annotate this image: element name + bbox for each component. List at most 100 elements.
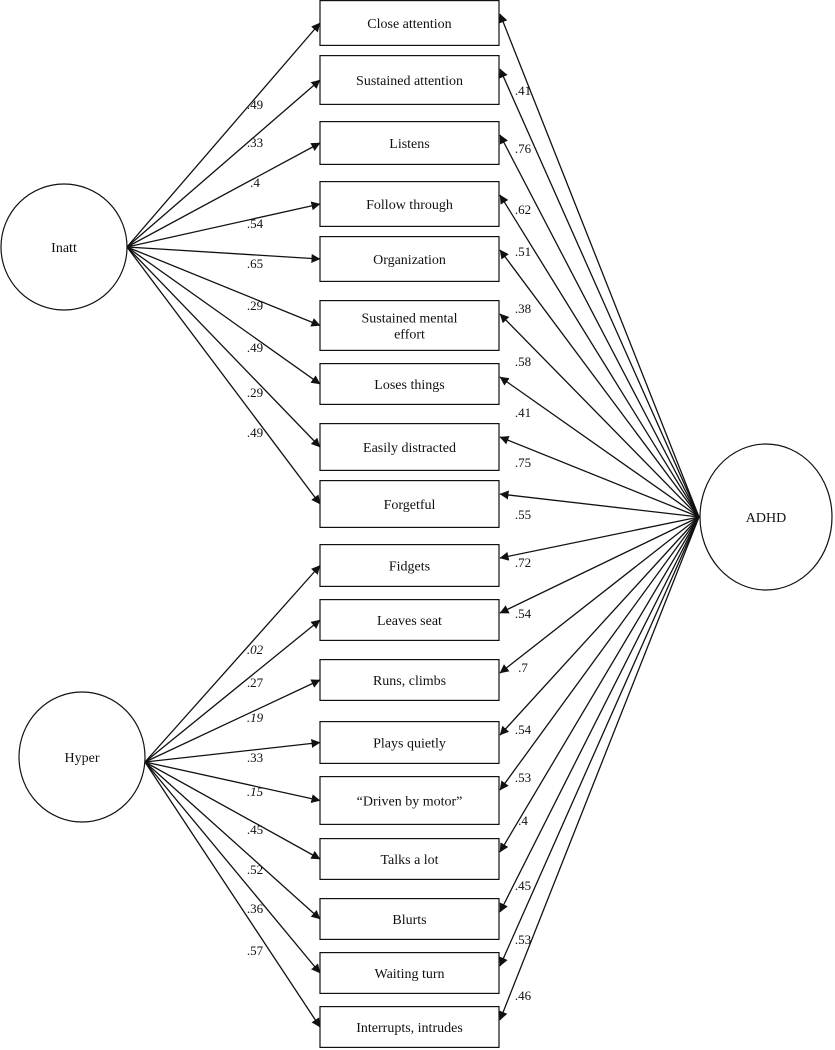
indicator-label: Listens bbox=[389, 137, 429, 152]
indicator-label: Easily distracted bbox=[363, 441, 456, 456]
indicator-label: Organization bbox=[373, 253, 446, 268]
adhd-path bbox=[499, 194, 700, 518]
indicator-box bbox=[319, 120, 500, 165]
inatt-path bbox=[126, 201, 321, 248]
adhd-path bbox=[499, 249, 700, 518]
inatt-factor-label: Inatt bbox=[51, 241, 77, 256]
indicator-label: Interrupts, intrudes bbox=[356, 1021, 463, 1036]
adhd-loading-label: .45 bbox=[515, 878, 531, 893]
hyper-path bbox=[144, 761, 321, 1028]
hyper-path bbox=[144, 738, 321, 763]
hyper-loading-label: .15 bbox=[247, 784, 264, 799]
adhd-path bbox=[498, 13, 700, 518]
adhd-loading-label: .53 bbox=[515, 932, 531, 947]
hyper-path bbox=[144, 761, 321, 920]
indicator-label: Forgetful bbox=[384, 498, 436, 513]
hyper-path bbox=[144, 619, 321, 763]
hyper-loading-label: .27 bbox=[247, 675, 264, 690]
indicator-label: Sustained mental bbox=[361, 312, 457, 327]
hyper-loading-label: .52 bbox=[247, 862, 263, 877]
adhd-path bbox=[499, 516, 700, 913]
inatt-path bbox=[126, 22, 321, 248]
indicator-box bbox=[319, 720, 500, 764]
inatt-path bbox=[126, 246, 321, 505]
latent-factors: Inatt Hyper ADHD bbox=[0, 183, 833, 823]
adhd-path bbox=[499, 376, 700, 518]
inatt-path bbox=[126, 142, 321, 248]
adhd-loading-label: .54 bbox=[515, 722, 532, 737]
adhd-loading-label: .46 bbox=[515, 988, 532, 1003]
adhd-loading-label: .41 bbox=[515, 405, 531, 420]
inatt-path bbox=[126, 246, 321, 385]
inatt-loading-label: .29 bbox=[247, 298, 263, 313]
adhd-path bbox=[499, 516, 700, 853]
inatt-loading-label: .49 bbox=[247, 425, 263, 440]
adhd-factor-circle bbox=[699, 443, 833, 591]
adhd-path bbox=[499, 134, 700, 518]
indicator-box bbox=[319, 543, 500, 587]
adhd-factor-label: ADHD bbox=[746, 511, 786, 526]
adhd-loading-label: .4 bbox=[518, 813, 528, 828]
indicator-label: Leaves seat bbox=[377, 614, 442, 629]
hyper-path bbox=[144, 761, 321, 974]
adhd-loading-label: .58 bbox=[515, 354, 531, 369]
adhd-loading-label: .53 bbox=[515, 770, 531, 785]
adhd-loading-label: .41 bbox=[515, 83, 531, 98]
indicator-box bbox=[319, 1005, 500, 1048]
loading-labels: .49.33.4.54.65.29.49.29.49.02.27.19.33.1… bbox=[247, 83, 532, 1003]
indicator-label: Runs, climbs bbox=[373, 674, 446, 689]
adhd-loading-label: .55 bbox=[515, 507, 531, 522]
adhd-path bbox=[499, 516, 700, 614]
indicator-box bbox=[319, 837, 500, 880]
indicator-label: Plays quietly bbox=[373, 737, 446, 752]
indicator-box bbox=[319, 951, 500, 994]
adhd-loading-label: .7 bbox=[518, 660, 528, 675]
indicator-label: effort bbox=[394, 328, 425, 343]
adhd-path bbox=[498, 516, 700, 1021]
indicator-label: Sustained attention bbox=[356, 74, 463, 89]
adhd-path bbox=[499, 516, 700, 674]
hyper-path bbox=[144, 761, 321, 860]
adhd-path bbox=[499, 516, 700, 967]
indicator-box bbox=[319, 54, 500, 105]
indicator-label: Close attention bbox=[367, 17, 451, 32]
inatt-loading-label: .29 bbox=[247, 385, 263, 400]
adhd-loading-label: .38 bbox=[515, 301, 531, 316]
adhd-path bbox=[499, 313, 700, 518]
indicator-box bbox=[319, 480, 500, 529]
hyper-loading-label: .02 bbox=[247, 642, 264, 657]
adhd-loading-label: .51 bbox=[515, 244, 531, 259]
hyper-loading-label: .45 bbox=[247, 822, 263, 837]
adhd-loading-label: .54 bbox=[515, 606, 532, 621]
adhd-loading-label: .72 bbox=[515, 555, 531, 570]
adhd-path bbox=[499, 490, 700, 518]
adhd-loading-label: .76 bbox=[515, 141, 532, 156]
adhd-path bbox=[499, 516, 700, 736]
indicator-box bbox=[319, 658, 500, 701]
indicator-box bbox=[319, 300, 500, 352]
indicator-label: Blurts bbox=[392, 913, 426, 928]
inatt-loading-label: .33 bbox=[247, 135, 263, 150]
inatt-loading-label: .54 bbox=[247, 216, 264, 231]
inatt-path bbox=[126, 246, 321, 327]
indicator-label: Follow through bbox=[366, 198, 453, 213]
adhd-path bbox=[499, 436, 700, 518]
indicator-box bbox=[319, 423, 500, 472]
inatt-factor-circle bbox=[0, 183, 128, 311]
hyper-factor-label: Hyper bbox=[65, 751, 100, 766]
hyper-path bbox=[144, 761, 321, 804]
indicator-label: Waiting turn bbox=[374, 967, 444, 982]
inatt-loading-label: .4 bbox=[250, 175, 260, 190]
indicator-box bbox=[319, 181, 500, 228]
hyper-path bbox=[144, 679, 321, 763]
inatt-loading-label: .49 bbox=[247, 340, 263, 355]
indicator-label: “Driven by motor” bbox=[357, 795, 463, 810]
adhd-loading-label: .75 bbox=[515, 455, 531, 470]
indicator-box bbox=[319, 598, 500, 641]
adhd-loading-label: .62 bbox=[515, 202, 531, 217]
adhd-path bbox=[499, 516, 700, 791]
inatt-path bbox=[126, 246, 321, 263]
adhd-path bbox=[499, 68, 700, 518]
